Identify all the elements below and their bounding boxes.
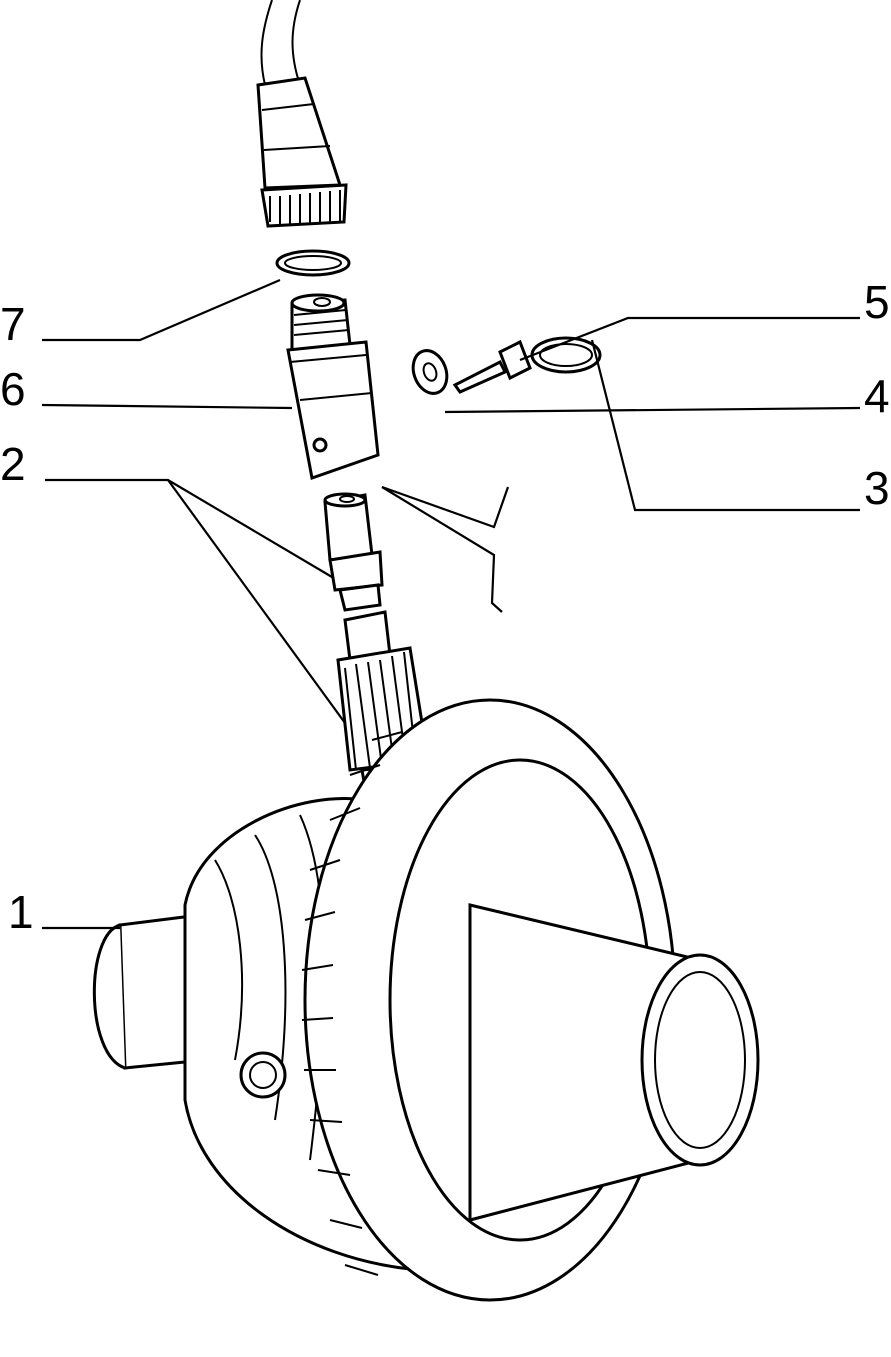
washer bbox=[411, 349, 449, 395]
leader-line-3 bbox=[590, 339, 860, 512]
callout-7: 7 bbox=[0, 298, 26, 350]
leader-lines bbox=[41, 278, 861, 930]
callout-6: 6 bbox=[0, 363, 26, 415]
callout-4: 4 bbox=[864, 370, 890, 422]
break-marker bbox=[381, 485, 510, 613]
leader-line-6 bbox=[41, 403, 293, 410]
leader-line-2a bbox=[45, 478, 333, 578]
leader-line-5 bbox=[519, 316, 860, 362]
callout-1: 1 bbox=[8, 886, 34, 938]
leader-line-7 bbox=[42, 278, 281, 342]
leader-line-4 bbox=[444, 406, 861, 414]
screw bbox=[452, 339, 532, 394]
sensor-body bbox=[286, 293, 380, 480]
o-ring-small bbox=[275, 249, 351, 277]
leader-line-2b bbox=[167, 479, 346, 724]
callout-5: 5 bbox=[864, 276, 890, 328]
callout-2: 2 bbox=[0, 438, 26, 490]
differential-assembly bbox=[92, 698, 760, 1302]
speedometer-cable bbox=[256, 0, 348, 228]
callout-3: 3 bbox=[864, 462, 890, 514]
